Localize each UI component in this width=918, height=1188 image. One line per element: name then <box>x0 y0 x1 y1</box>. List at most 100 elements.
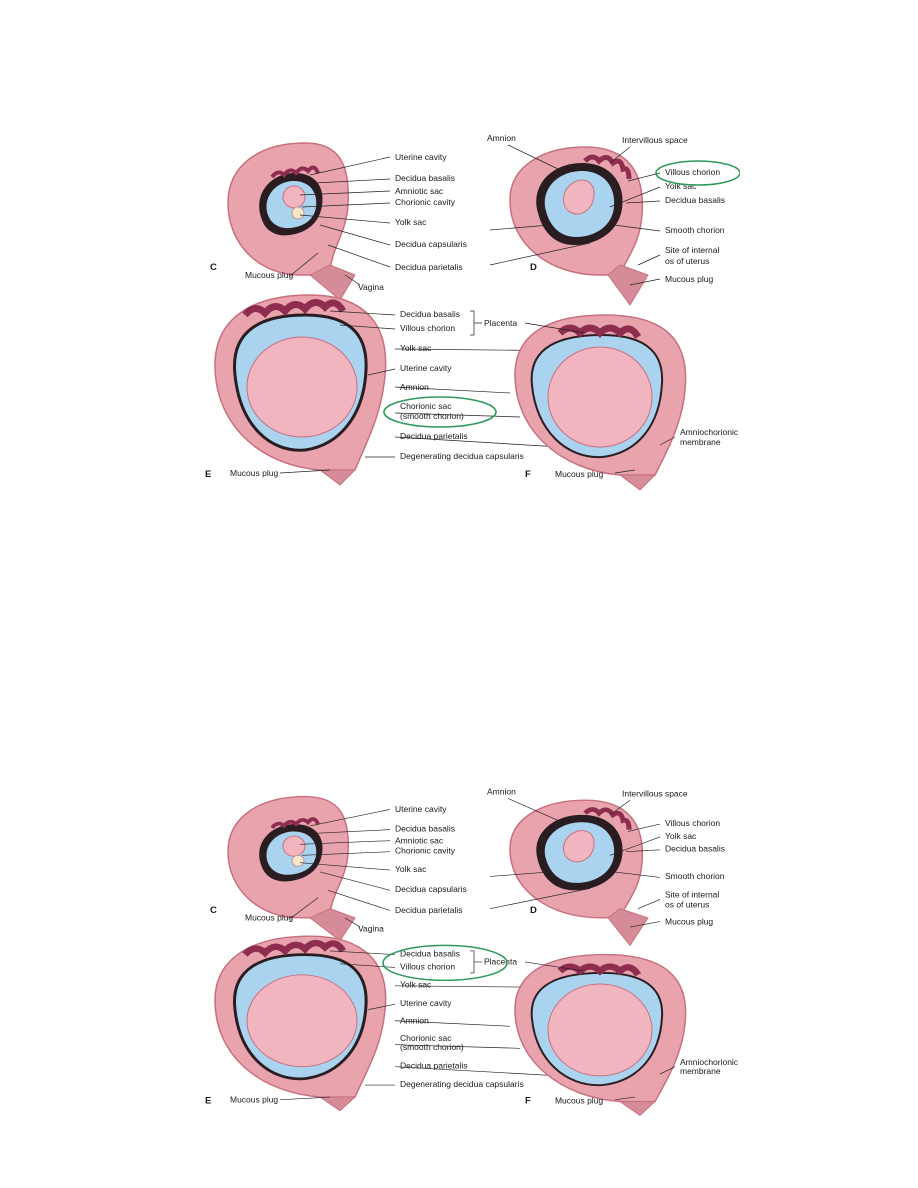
highlight-villous-chorion <box>655 160 740 186</box>
stage-e <box>214 294 387 486</box>
label-decidua-basalis-c: Decidua basalis <box>395 173 455 183</box>
label-amnion-e: Amnion <box>400 1017 429 1026</box>
labels-c: Uterine cavity Decidua basalis Amniotic … <box>245 152 467 292</box>
stage-f <box>514 314 687 491</box>
label-chorionic-sac-2: (smooth chorion) <box>400 1043 464 1052</box>
label-amniochorionic-2: membrane <box>680 437 721 447</box>
label-placenta: Placenta <box>484 958 518 967</box>
label-site-internal-os-2: os of uterus <box>665 256 709 266</box>
label-uterine-cavity-c: Uterine cavity <box>395 152 447 162</box>
label-yolk-sac-c: Yolk sac <box>395 865 426 874</box>
stage-f <box>514 953 687 1117</box>
labels-f: Amniochorionic membrane Mucous plug <box>524 961 738 1105</box>
label-amniotic-sac: Amniotic sac <box>395 186 444 196</box>
label-villous-chorion-e: Villous chorion <box>400 963 455 972</box>
label-decidua-capsularis: Decidua capsularis <box>395 885 467 894</box>
label-uterine-cavity-e: Uterine cavity <box>400 999 452 1008</box>
fetus-f <box>547 346 653 448</box>
label-decidua-parietalis-cd: Decidua parietalis <box>395 262 463 272</box>
stage-letter-f: F <box>525 469 531 480</box>
label-amniochorionic-2: membrane <box>680 1067 721 1076</box>
villi-e <box>242 299 347 319</box>
label-mucous-plug-c: Mucous plug <box>245 914 294 923</box>
label-degenerating-capsularis: Degenerating decidua capsularis <box>400 1080 524 1089</box>
stage-letter-e: E <box>205 1096 211 1106</box>
highlight-placenta <box>382 944 508 982</box>
cervix-c <box>309 264 356 301</box>
placenta-bracket <box>470 310 482 336</box>
leader-lines-e <box>279 310 591 474</box>
label-decidua-parietalis-e: Decidua parietalis <box>400 1062 468 1071</box>
label-amnion-e: Amnion <box>400 382 429 392</box>
cervix-d <box>607 264 649 306</box>
label-villous-chorion-d: Villous chorion <box>665 167 720 177</box>
labels-e: Decidua basalis Villous chorion Placenta… <box>230 950 591 1104</box>
label-decidua-parietalis-cd: Decidua parietalis <box>395 907 463 916</box>
label-decidua-basalis-d: Decidua basalis <box>665 195 725 205</box>
fetus-e <box>246 336 358 438</box>
label-placenta: Placenta <box>484 318 517 328</box>
villi-c <box>270 165 320 179</box>
label-mucous-plug-d: Mucous plug <box>665 274 713 284</box>
villi-d <box>583 154 632 180</box>
label-site-internal-os-2: os of uterus <box>665 901 709 910</box>
placenta-development-diagram: C Uterine cavity Decidua basalis Amnioti… <box>205 133 740 491</box>
label-degenerating-capsularis: Degenerating decidua capsularis <box>400 451 524 461</box>
label-amniotic-sac: Amniotic sac <box>395 837 443 846</box>
label-villous-chorion-d: Villous chorion <box>665 819 720 828</box>
label-intervillous-space: Intervillous space <box>622 790 688 799</box>
label-decidua-basalis-d: Decidua basalis <box>665 845 725 854</box>
label-yolk-sac-d: Yolk sac <box>665 181 697 191</box>
label-yolk-sac-e: Yolk sac <box>400 981 431 990</box>
label-intervillous-space: Intervillous space <box>622 135 688 145</box>
embryo-c <box>282 185 306 209</box>
stage-d <box>509 799 649 947</box>
leader-lines-f <box>524 322 676 474</box>
label-smooth-chorion: Smooth chorion <box>665 873 725 882</box>
label-mucous-plug-d: Mucous plug <box>665 918 714 927</box>
label-amnion-d: Amnion <box>487 788 516 797</box>
placenta-development-diagram-repeat: C Uterine cavity Decidua basalis Amnioti… <box>205 788 738 1117</box>
label-villous-chorion-e: Villous chorion <box>400 323 455 333</box>
label-mucous-plug-e: Mucous plug <box>230 468 278 478</box>
embryo-d <box>563 179 595 215</box>
label-yolk-sac-c: Yolk sac <box>395 217 427 227</box>
diagram-panel-bottom: C Uterine cavity Decidua basalis Amnioti… <box>190 780 740 1120</box>
label-chorionic-sac-1: Chorionic sac <box>400 401 452 411</box>
stage-letter-c: C <box>210 262 217 273</box>
stage-letter-d: D <box>530 906 537 916</box>
label-decidua-basalis-e: Decidua basalis <box>400 309 460 319</box>
label-chorionic-cavity: Chorionic cavity <box>395 197 456 207</box>
labels-e: Decidua basalis Villous chorion Placenta… <box>230 309 591 478</box>
label-chorionic-sac-1: Chorionic sac <box>400 1034 451 1043</box>
stage-letter-d: D <box>530 262 537 273</box>
labels-f: Amniochorionic membrane Mucous plug <box>524 322 739 479</box>
label-vagina: Vagina <box>358 282 384 292</box>
label-mucous-plug-c: Mucous plug <box>245 270 293 280</box>
label-site-internal-os-1: Site of internal <box>665 245 719 255</box>
label-amniochorionic-1: Amniochorionic <box>680 1058 738 1067</box>
diagram-panel-top: C Uterine cavity Decidua basalis Amnioti… <box>190 125 740 495</box>
label-decidua-basalis-c: Decidua basalis <box>395 825 455 834</box>
label-chorionic-sac-2: (smooth chorion) <box>400 411 464 421</box>
labels-c: Uterine cavity Decidua basalis Amniotic … <box>245 805 467 933</box>
labels-d: Amnion Intervillous space Villous chorio… <box>487 788 725 928</box>
label-site-internal-os-1: Site of internal <box>665 891 719 900</box>
yolk-sac-c-shape <box>291 206 305 220</box>
label-yolk-sac-e: Yolk sac <box>400 343 432 353</box>
label-uterine-cavity-e: Uterine cavity <box>400 363 452 373</box>
stage-c <box>227 142 356 301</box>
label-uterine-cavity-c: Uterine cavity <box>395 805 447 814</box>
leader-lines-d <box>489 144 661 286</box>
stage-letter-c: C <box>210 906 217 916</box>
stage-e <box>214 935 387 1112</box>
label-smooth-chorion: Smooth chorion <box>665 225 725 235</box>
cervix-f <box>618 474 657 491</box>
label-yolk-sac-d: Yolk sac <box>665 832 696 841</box>
highlight-chorionic-sac <box>383 396 497 428</box>
stage-c <box>227 795 356 942</box>
label-decidua-basalis-e: Decidua basalis <box>400 950 460 959</box>
labels-d: Amnion Intervillous space Villous chorio… <box>487 133 725 286</box>
label-decidua-capsularis: Decidua capsularis <box>395 239 467 249</box>
label-amnion-d: Amnion <box>487 133 516 143</box>
